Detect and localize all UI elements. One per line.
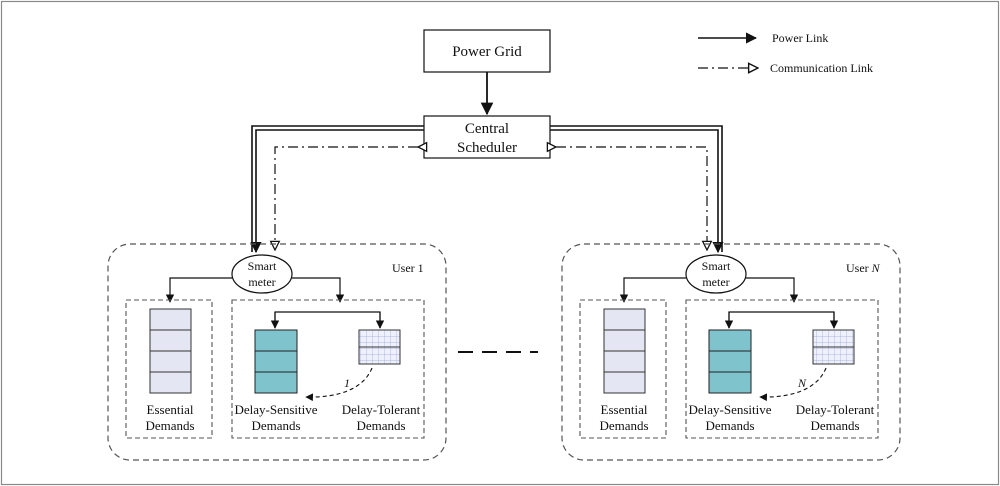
- user-1-delay-sensitive-label-line1: Delay-Sensitive: [234, 402, 317, 417]
- user-n-essential-stack: [603, 308, 646, 394]
- user-n-label: User N: [846, 261, 881, 275]
- user-1-smart-meter-line2: meter: [248, 275, 275, 289]
- user-1-smart-meter-line1: Smart: [248, 259, 277, 273]
- central-scheduler-node: Central Scheduler: [423, 115, 551, 159]
- power-grid-label: Power Grid: [452, 44, 522, 60]
- user-n-smart-meter: [685, 254, 747, 294]
- power-grid-node: Power Grid: [423, 29, 551, 73]
- user-n-essential-label-line2: Demands: [599, 418, 648, 433]
- user-1-smart-meter: [231, 254, 293, 294]
- communication-link-user-1: [275, 147, 418, 250]
- user-n-deferrable-group: [685, 299, 879, 439]
- user-n-delay-sensitive-stack: [708, 329, 752, 394]
- user-1-deferrable-group: [231, 299, 425, 439]
- user-n-smart-meter-line2: meter: [702, 275, 729, 289]
- user-n-smart-meter-line1: Smart: [702, 259, 731, 273]
- user-1-delay-sensitive-stack: [254, 329, 298, 394]
- user-1-meter-to-deferrable: [292, 277, 345, 303]
- user-n-meter-to-essential: [619, 277, 686, 303]
- central-scheduler-box: [423, 115, 551, 159]
- user-n-delay-tolerant-stack: [812, 329, 855, 365]
- central-scheduler-label-line1: Central: [465, 121, 509, 137]
- user-group-1: User 1 Smart meter Essential Demands: [107, 243, 447, 461]
- user-1-essential-label-line1: Essential: [147, 402, 194, 417]
- user-n-essential-group: [579, 299, 667, 439]
- user-n-delay-sensitive-label-line1: Delay-Sensitive: [688, 402, 771, 417]
- user-1-label: User 1: [392, 261, 424, 275]
- user-1-delay-tolerant-label-line2: Demands: [356, 418, 405, 433]
- user-n-delay-sensitive-label-line2: Demands: [705, 418, 754, 433]
- user-group-n: User N Smart meter Essential Demands: [561, 243, 901, 461]
- legend-power-link-label: Power Link: [772, 31, 828, 45]
- legend-communication-link-label: Communication Link: [770, 61, 873, 75]
- user-1-transfer-arrow: [305, 367, 373, 402]
- user-1-transfer-label: 1: [344, 376, 350, 390]
- user-n-essential-label-line1: Essential: [601, 402, 648, 417]
- central-scheduler-label-line2: Scheduler: [457, 140, 517, 156]
- user-1-delay-sensitive-label-line2: Demands: [251, 418, 300, 433]
- user-1-boundary: [107, 243, 447, 461]
- user-n-boundary: [561, 243, 901, 461]
- legend: Power Link Communication Link: [698, 31, 873, 75]
- user-1-essential-stack: [149, 308, 192, 394]
- power-link-to-user-1: [250, 125, 424, 254]
- power-link-to-user-n: [550, 125, 724, 254]
- user-n-transfer-label: N: [797, 376, 807, 390]
- user-1-essential-group: [125, 299, 213, 439]
- user-n-transfer-arrow: [759, 367, 827, 402]
- user-n-delay-tolerant-label-line1: Delay-Tolerant: [796, 402, 875, 417]
- user-n-meter-to-deferrable: [746, 277, 799, 303]
- user-1-delay-tolerant-label-line1: Delay-Tolerant: [342, 402, 421, 417]
- user-1-delay-tolerant-stack: [358, 329, 401, 365]
- user-1-essential-label-line2: Demands: [145, 418, 194, 433]
- user-n-delay-tolerant-label-line2: Demands: [810, 418, 859, 433]
- user-1-meter-to-essential: [165, 277, 232, 303]
